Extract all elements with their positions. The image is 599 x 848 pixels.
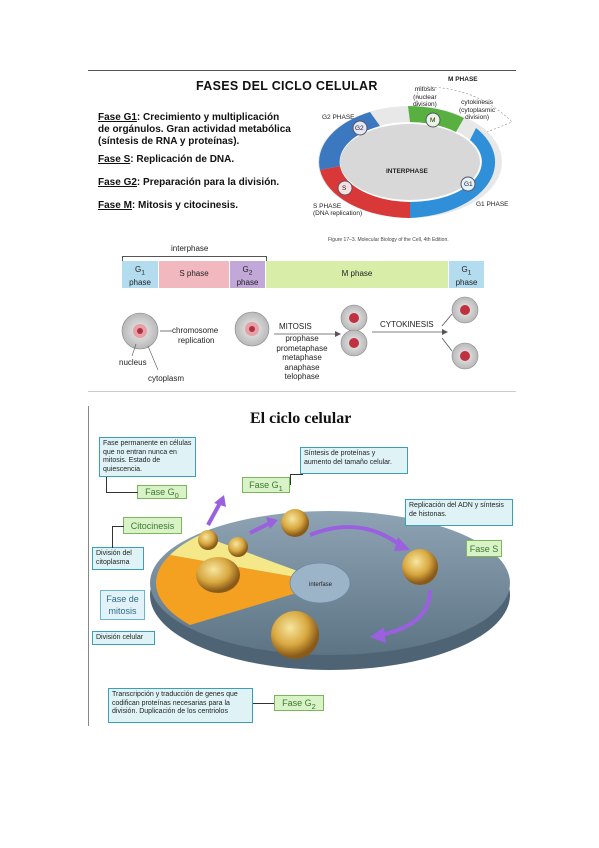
phase-g1-line2: de orgánulos. Gran actividad metabólica	[98, 124, 291, 135]
g2-label: Fase G2	[274, 695, 324, 711]
top-rule	[88, 70, 516, 71]
cell-division-sequence	[121, 296, 479, 371]
g1-phase-label: G1 PHASE	[476, 201, 509, 208]
seg-s: S phase	[159, 261, 229, 288]
cycle-platform	[150, 495, 510, 670]
phase-s-line: Fase S: Replicación de DNA.	[98, 154, 235, 165]
nucleus-label: nucleus	[119, 358, 147, 367]
g2-description: Transcripción y traducción de genes que …	[108, 688, 253, 723]
seg-m: M phase	[266, 261, 448, 288]
citocinesis-label: Citocinesis	[123, 517, 182, 534]
g1-label: Fase G1	[242, 477, 290, 493]
figure-caption: Figure 17–3. Molecular Biology of the Ce…	[328, 237, 449, 243]
phase-m-line: Fase M: Mitosis y citocinesis.	[98, 200, 239, 211]
bottom-frame	[88, 406, 517, 726]
s-description: Replicación del ADN y síntesis de histon…	[405, 499, 513, 526]
citocinesis-connector	[112, 526, 124, 548]
interphase-bracket-label: interphase	[171, 244, 209, 253]
cytoplasm-label: cytoplasm	[148, 374, 185, 383]
phase-g2-line: Fase G2: Preparación para la división.	[98, 177, 280, 188]
mitosis-steps: prophase prometaphase metaphase anaphase…	[276, 334, 328, 381]
m-phase-label: M PHASE	[448, 76, 478, 83]
g1-badge: G1	[464, 181, 473, 188]
cytokinesis-title: CYTOKINESIS	[380, 320, 434, 329]
s-badge: S	[342, 185, 347, 192]
g2-badge: G2	[355, 125, 364, 132]
division-celular: División celular	[92, 631, 155, 645]
bottom-title: El ciclo celular	[250, 410, 352, 427]
interphase-bracket	[122, 256, 267, 261]
g2-phase-label: G2 PHASE	[322, 114, 355, 121]
interfase-label: interfase	[309, 582, 333, 588]
interphase-label: INTERPHASE	[386, 168, 428, 175]
cell-cycle-ring	[318, 86, 513, 218]
phase-g1-line3: (síntesis de RNA y proteínas).	[98, 136, 240, 147]
phase-g1-line1: Fase G1: Crecimiento y multiplicación	[98, 112, 280, 123]
g2-connector	[253, 703, 274, 704]
section-divider	[88, 391, 516, 392]
g1-description: Síntesis de proteínas y aumento del tama…	[300, 447, 408, 474]
top-title: FASES DEL CICLO CELULAR	[196, 79, 378, 93]
s-label: Fase S	[466, 540, 502, 557]
division-citoplasma: División del citoplasma	[92, 547, 144, 570]
s-phase-label: S PHASE(DNA replication)	[313, 203, 363, 217]
g1-connector	[290, 474, 303, 485]
chromosome-label: chromosome	[172, 326, 219, 335]
mitosis-title: MITOSIS	[279, 322, 312, 331]
g0-label: Fase G0	[137, 485, 187, 500]
m-badge: M	[430, 117, 436, 124]
g0-connector	[106, 477, 138, 493]
fase-mitosis-label: Fase de mitosis	[100, 590, 145, 620]
replication-label: replication	[178, 336, 215, 345]
g0-description: Fase permanente en células que no entran…	[99, 437, 196, 477]
